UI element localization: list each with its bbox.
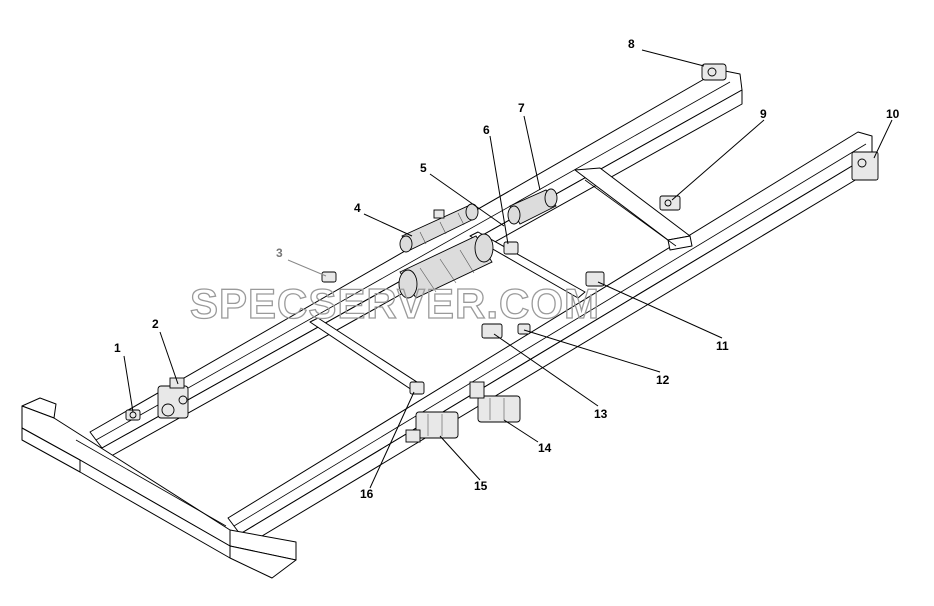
rear-crossmember	[574, 167, 693, 251]
watermark: SPECSERVER.COM	[190, 280, 600, 327]
leader-lines	[123, 49, 893, 489]
component-10-bracket	[851, 151, 879, 181]
component-3-fitting	[321, 271, 337, 283]
component-6-valve	[503, 241, 519, 255]
callout-4: 4	[354, 201, 361, 215]
callout-15: 15	[474, 479, 488, 493]
component-1-valve	[125, 409, 141, 421]
callout-2: 2	[152, 317, 159, 331]
callout-labels: 1 2 3 4 5 6 7 8 9 10 11 12 13 14 15 16	[114, 37, 900, 501]
callout-8: 8	[628, 37, 635, 51]
callout-7: 7	[518, 101, 525, 115]
component-4-air-tank	[399, 203, 479, 253]
middle-crosstube	[309, 231, 586, 391]
component-15-brake-chamber	[405, 411, 459, 443]
callout-1: 1	[114, 341, 121, 355]
callout-14: 14	[538, 441, 552, 455]
component-12-valve	[517, 323, 531, 335]
component-7-tank	[507, 188, 558, 225]
twin-air-tanks	[398, 233, 494, 299]
callout-16: 16	[360, 487, 374, 501]
callout-3: 3	[276, 246, 283, 260]
component-16-valve	[409, 381, 425, 395]
callout-9: 9	[760, 107, 767, 121]
callout-5: 5	[420, 161, 427, 175]
callout-6: 6	[483, 123, 490, 137]
component-14-brake-chamber	[469, 381, 521, 423]
callout-13: 13	[594, 407, 608, 421]
component-8-bracket	[701, 63, 727, 81]
component-2-brake-valve	[157, 377, 189, 419]
callout-11: 11	[716, 339, 729, 353]
component-9-valve	[659, 195, 681, 211]
component-13-valve	[481, 323, 503, 339]
callout-10: 10	[886, 107, 900, 121]
callout-12: 12	[656, 373, 670, 387]
front-bumper	[21, 397, 297, 579]
